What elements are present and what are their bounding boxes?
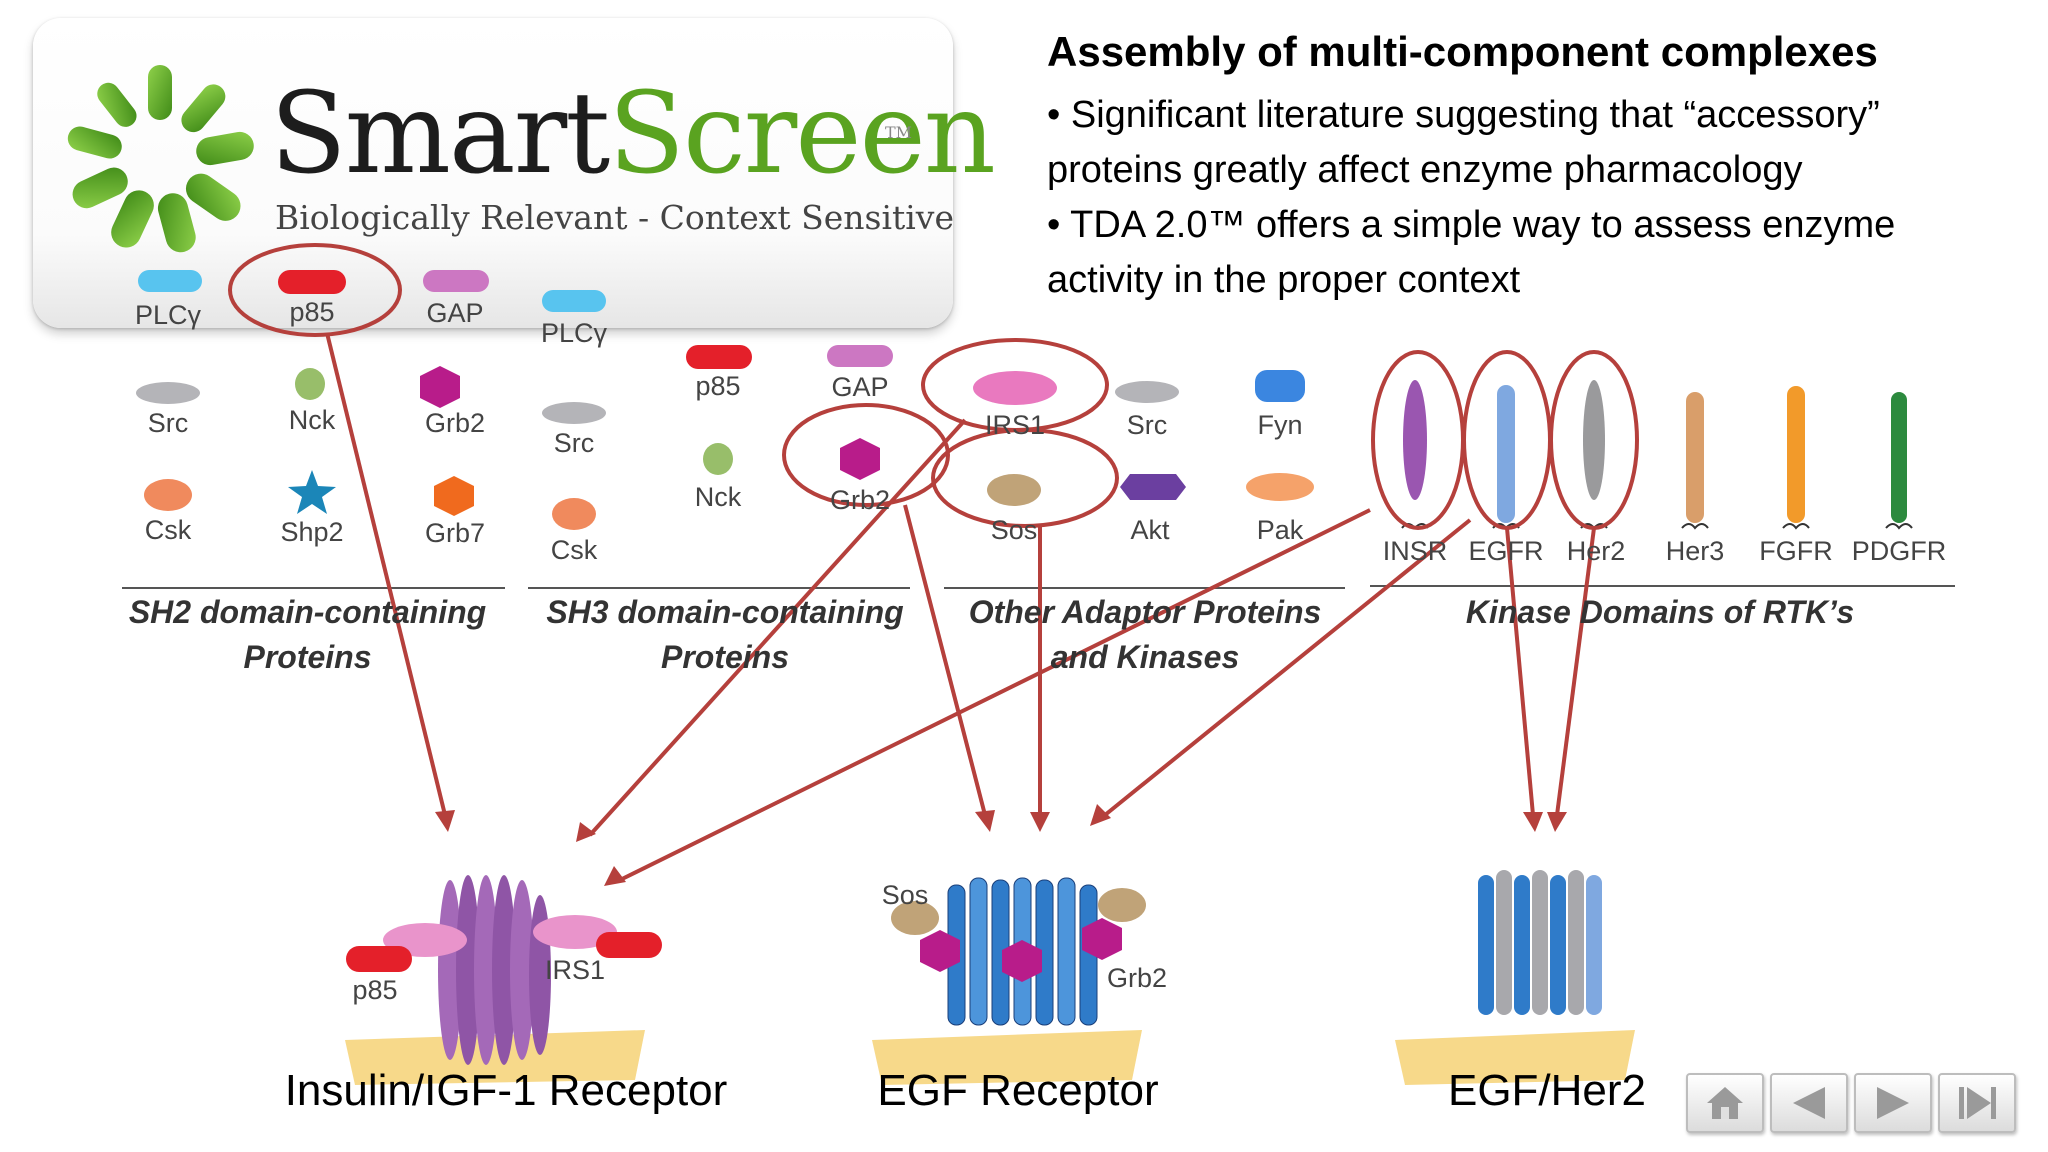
- complex-protein-label: IRS1: [544, 955, 606, 985]
- highlight-circles: [228, 243, 1639, 530]
- egf-her2-complex: [1395, 870, 1635, 1085]
- group-title-line: Proteins: [243, 639, 372, 675]
- rtk-label: EGFR: [1468, 536, 1544, 566]
- rtk-bars: [1401, 380, 1913, 530]
- complex-name: EGF Receptor: [877, 1066, 1159, 1115]
- arrow-heads: [435, 804, 1567, 886]
- rtk-label: Her2: [1566, 536, 1626, 566]
- previous-button[interactable]: [1770, 1073, 1848, 1133]
- protein-label: Sos: [990, 515, 1038, 545]
- complex-name: EGF/Her2: [1447, 1066, 1647, 1115]
- connector-arrows: [325, 332, 1596, 882]
- fyn-shape: [1255, 370, 1305, 402]
- group-title-adaptors: Other Adaptor Proteins and Kinases: [935, 590, 1355, 680]
- sos-shape: [987, 474, 1041, 506]
- protein-label: Src: [1126, 410, 1168, 440]
- previous-icon: [1793, 1087, 1825, 1119]
- complex-protein-label: Sos: [881, 880, 929, 910]
- grb2-shape: [420, 366, 460, 408]
- plcg-shape: [138, 270, 202, 292]
- group-title-line: Kinase Domains of RTK’s: [1465, 594, 1855, 630]
- next-icon: [1877, 1087, 1909, 1119]
- grb2-shape: [840, 438, 880, 480]
- group-title-line: SH3 domain-containing: [546, 594, 904, 630]
- group-title-rtk: Kinase Domains of RTK’s: [1400, 590, 1920, 635]
- last-button[interactable]: [1938, 1073, 2016, 1133]
- akt-shape: [1120, 474, 1186, 500]
- protein-label: GAP: [426, 298, 484, 328]
- protein-label: Grb7: [424, 518, 486, 548]
- rtk-label: PDGFR: [1851, 536, 1947, 566]
- shp2-shape: [288, 470, 336, 514]
- protein-label: GAP: [831, 372, 889, 402]
- protein-label: Src: [147, 408, 189, 438]
- protein-label: PLCγ: [134, 300, 202, 330]
- complex-name: Insulin/IGF-1 Receptor: [284, 1066, 728, 1115]
- rtk-label: Her3: [1665, 536, 1725, 566]
- starburst-logo-icon: [67, 65, 254, 253]
- nck-shape: [295, 368, 325, 400]
- slide-heading: Assembly of multi-component complexes: [1047, 28, 1878, 75]
- logo-wordmark: SmartScreen: [270, 69, 996, 199]
- protein-label: Csk: [144, 515, 192, 545]
- complex-protein-label: p85: [352, 975, 398, 1005]
- logo-trademark: TM: [885, 123, 913, 142]
- protein-label: IRS1: [984, 410, 1046, 440]
- grb7-shape: [434, 476, 474, 516]
- protein-label: Shp2: [280, 517, 344, 547]
- p85-shape: [278, 270, 346, 294]
- home-button[interactable]: [1686, 1073, 1764, 1133]
- protein-label: Nck: [694, 482, 742, 512]
- protein-label: Src: [553, 428, 595, 458]
- protein-label: p85: [695, 371, 741, 401]
- src-shape: [542, 402, 606, 424]
- csk-shape: [144, 479, 192, 511]
- nck-shape: [703, 443, 733, 475]
- src-shape: [1115, 381, 1179, 403]
- group-title-line: Other Adaptor Proteins: [968, 594, 1322, 630]
- protein-label: Grb2: [829, 485, 891, 515]
- logo-tagline: Biologically Relevant - Context Sensitiv…: [275, 198, 954, 237]
- csk-shape: [552, 498, 596, 530]
- src-shape: [136, 382, 200, 404]
- bullet-list: • Significant literature suggesting that…: [1047, 88, 2007, 308]
- last-icon: [1959, 1087, 1996, 1119]
- insulin-receptor-complex: [345, 875, 662, 1085]
- group-title-sh3: SH3 domain-containing Proteins: [520, 590, 930, 680]
- protein-label: PLCγ: [540, 318, 608, 348]
- complex-protein-label: Grb2: [1106, 963, 1168, 993]
- group-title-line: SH2 domain-containing: [128, 594, 487, 630]
- home-icon: [1707, 1087, 1743, 1119]
- protein-label: Pak: [1256, 515, 1304, 545]
- rtk-label: FGFR: [1759, 536, 1833, 566]
- rtk-label: INSR: [1382, 536, 1448, 566]
- protein-label: Grb2: [424, 408, 486, 438]
- bullet-item: • Significant literature suggesting that…: [1047, 94, 1880, 191]
- pak-shape: [1246, 473, 1314, 501]
- protein-label: Nck: [288, 405, 336, 435]
- group-title-line: and Kinases: [1050, 639, 1240, 675]
- group-title-line: Proteins: [660, 639, 790, 675]
- egf-receptor-complex: [872, 877, 1146, 1085]
- protein-label: Csk: [550, 535, 598, 565]
- protein-label: Fyn: [1257, 410, 1303, 440]
- next-button[interactable]: [1854, 1073, 1932, 1133]
- protein-label: p85: [289, 297, 335, 327]
- gap-shape: [827, 345, 893, 367]
- p85-shape: [686, 345, 752, 369]
- irs1-shape: [973, 371, 1057, 405]
- bullet-item: • TDA 2.0™ offers a simple way to assess…: [1047, 204, 1896, 301]
- plcg-shape: [542, 290, 606, 312]
- group-title-sh2: SH2 domain-containing Proteins: [100, 590, 515, 680]
- gap-shape: [423, 270, 489, 292]
- protein-label: Akt: [1130, 515, 1170, 545]
